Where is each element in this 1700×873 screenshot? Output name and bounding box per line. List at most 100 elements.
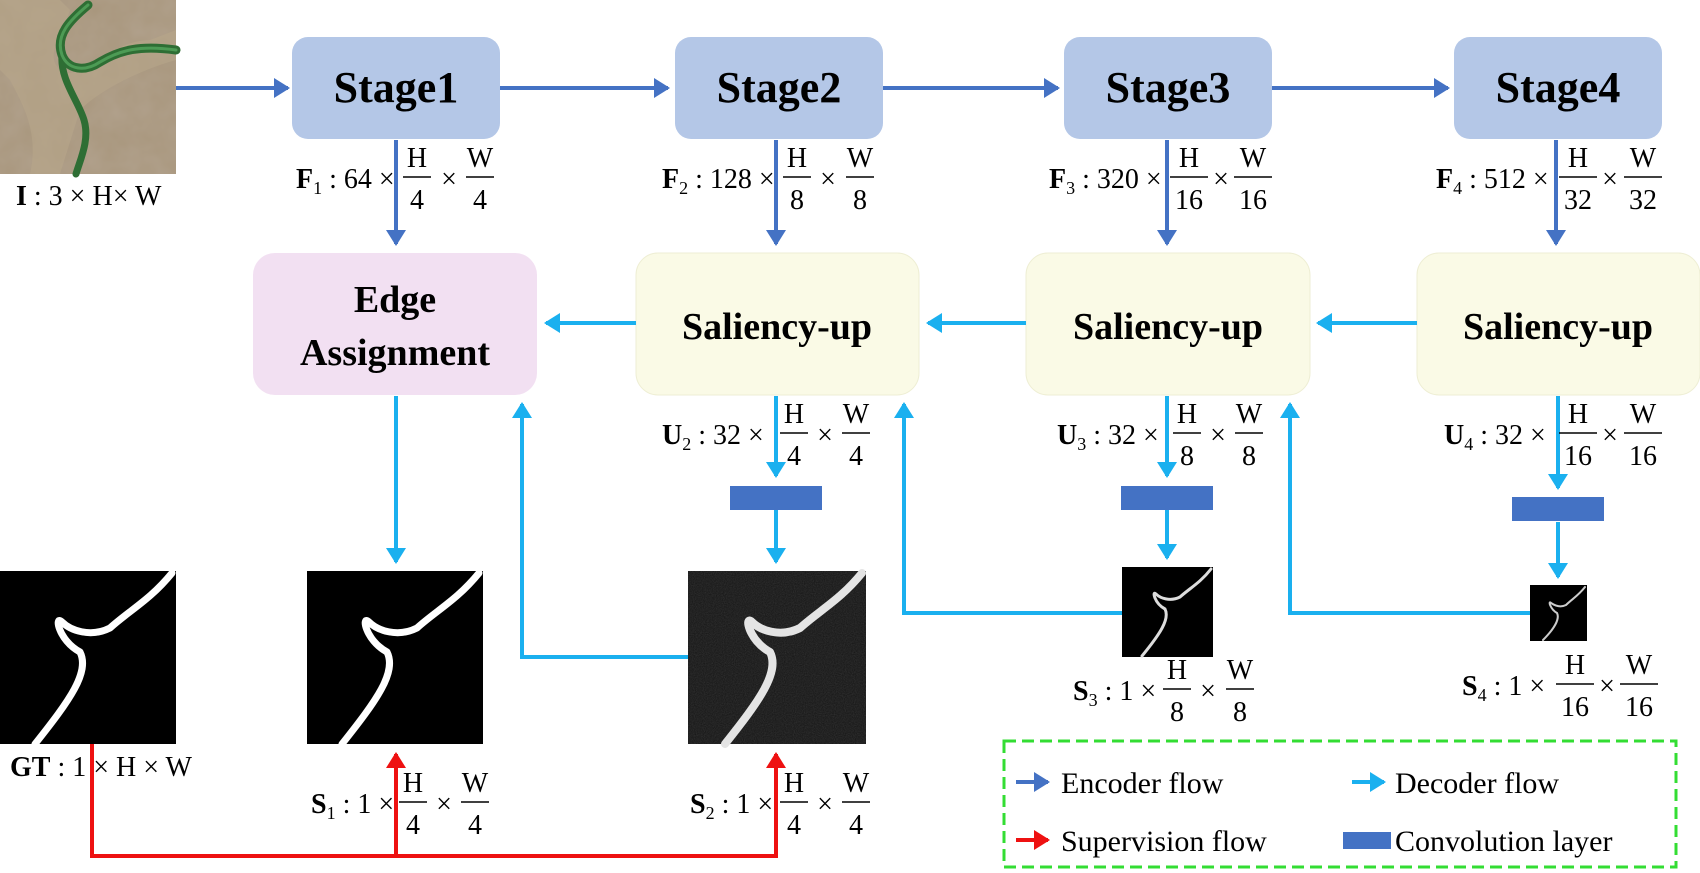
svg-text:×: ×	[1200, 676, 1216, 707]
svg-text:4: 4	[473, 185, 487, 216]
svg-text:16: 16	[1561, 692, 1589, 723]
svg-text:S3 : 1 ×: S3 : 1 ×	[1073, 676, 1156, 710]
svg-text:8: 8	[1233, 697, 1247, 728]
saliency-up-3-label: Saliency-up	[1073, 306, 1263, 348]
decoder-arrow-s2-edge	[512, 402, 688, 659]
s4-dim-label: S4 : 1 × H 16 × W 16	[1462, 650, 1658, 723]
stage2-label: Stage2	[717, 63, 842, 112]
svg-text:H: H	[407, 143, 427, 174]
svg-text:F3 : 320 ×: F3 : 320 ×	[1049, 164, 1162, 198]
decoder-arrow-s4-sal3	[1280, 402, 1530, 615]
svg-text:H: H	[1167, 655, 1187, 686]
svg-text:H: H	[403, 768, 423, 799]
legend-border	[1002, 739, 1678, 869]
svg-text:W: W	[1236, 399, 1263, 430]
svg-text:W: W	[462, 768, 489, 799]
saliency-up-block-4: Saliency-up	[1416, 252, 1700, 396]
conv-layer-3	[1121, 486, 1213, 510]
svg-text:H: H	[1179, 143, 1199, 174]
svg-text:16: 16	[1239, 185, 1267, 216]
u2-dim-label: U2 : 32 × H 4 × W 4	[662, 399, 870, 472]
saliency-up-block-3: Saliency-up	[1025, 252, 1311, 396]
svg-text:H: H	[784, 768, 804, 799]
saliency-up-2-label: Saliency-up	[682, 306, 872, 348]
s3-dim-label: S3 : 1 × H 8 × W 8	[1073, 655, 1254, 728]
svg-text:×: ×	[1210, 420, 1226, 451]
svg-text:W: W	[1626, 650, 1653, 681]
decoder-arrow-s3-sal2	[894, 402, 1122, 615]
u3-dim-label: U3 : 32 × H 8 × W 8	[1057, 399, 1263, 472]
input-dim-label: I : 3 × H× W	[16, 181, 162, 212]
svg-text:8: 8	[853, 185, 867, 216]
legend-supervision-label: Supervision flow	[1061, 825, 1267, 858]
svg-text:W: W	[847, 143, 874, 174]
f4-dim-label: F4 : 512 × H 32 × W 32	[1436, 143, 1662, 216]
svg-text:×: ×	[436, 789, 452, 820]
f3-dim-label: F3 : 320 × H 16 × W 16	[1049, 143, 1272, 216]
svg-text:16: 16	[1564, 441, 1592, 472]
edge-assignment-line2: Assignment	[300, 332, 490, 374]
svg-text:W: W	[843, 768, 870, 799]
svg-text:W: W	[1240, 143, 1267, 174]
s1-dim-label: S1 : 1 × H 4 × W 4	[311, 768, 489, 841]
svg-text:U2 : 32 ×: U2 : 32 ×	[662, 420, 764, 454]
svg-text:×: ×	[1602, 420, 1618, 451]
supervision-arrow-gt-s2	[90, 744, 786, 858]
encoder-arrows	[176, 78, 1566, 246]
svg-text:W: W	[843, 399, 870, 430]
u4-dim-label: U4 : 32 × H 16 × W 16	[1444, 399, 1662, 472]
decoder-arrows	[386, 313, 1568, 659]
legend-decoder-label: Decoder flow	[1395, 767, 1559, 800]
gt-mask	[0, 569, 176, 748]
svg-text:8: 8	[1180, 441, 1194, 472]
svg-text:×: ×	[1599, 671, 1615, 702]
saliency-up-block-2: Saliency-up	[635, 252, 920, 396]
stage2-block: Stage2	[675, 37, 883, 139]
legend-encoder-label: Encoder flow	[1061, 767, 1224, 800]
svg-text:8: 8	[790, 185, 804, 216]
svg-text:U3 : 32 ×: U3 : 32 ×	[1057, 420, 1159, 454]
svg-text:32: 32	[1629, 185, 1657, 216]
svg-text:4: 4	[787, 810, 801, 841]
svg-text:H: H	[1568, 399, 1588, 430]
svg-text:4: 4	[849, 441, 863, 472]
conv-layer-4	[1512, 497, 1604, 521]
edge-assignment-block: Edge Assignment	[253, 253, 537, 395]
svg-text:4: 4	[849, 810, 863, 841]
stage3-label: Stage3	[1106, 63, 1231, 112]
svg-text:H: H	[784, 399, 804, 430]
stage4-block: Stage4	[1454, 37, 1662, 139]
svg-text:F4 : 512 ×: F4 : 512 ×	[1436, 164, 1549, 198]
svg-text:H: H	[1565, 650, 1585, 681]
svg-text:4: 4	[468, 810, 482, 841]
s1-mask	[307, 569, 483, 748]
svg-text:×: ×	[441, 164, 457, 195]
gt-dim-label: GT : 1 × H × W	[10, 752, 193, 783]
svg-text:U4 : 32 ×: U4 : 32 ×	[1444, 420, 1546, 454]
svg-text:16: 16	[1629, 441, 1657, 472]
svg-text:×: ×	[817, 420, 833, 451]
stage1-block: Stage1	[292, 37, 500, 139]
svg-text:H: H	[1568, 143, 1588, 174]
svg-text:W: W	[1227, 655, 1254, 686]
supervision-arrows	[90, 744, 786, 858]
saliency-up-4-label: Saliency-up	[1463, 306, 1653, 348]
svg-text:8: 8	[1170, 697, 1184, 728]
svg-text:F2 : 128 ×: F2 : 128 ×	[662, 164, 775, 198]
svg-text:×: ×	[1602, 164, 1618, 195]
s2-dim-label: S2 : 1 × H 4 × W 4	[690, 768, 870, 841]
svg-text:×: ×	[1213, 164, 1229, 195]
svg-text:×: ×	[817, 789, 833, 820]
stage1-label: Stage1	[334, 63, 459, 112]
input-image	[0, 0, 181, 178]
dimension-labels: I : 3 × H× W F1 : 64 × H 4 × W 4 F2 : 12…	[10, 143, 1662, 841]
legend-conv-layer-icon	[1343, 832, 1391, 849]
conv-layer-2	[730, 486, 822, 510]
svg-text:W: W	[1630, 143, 1657, 174]
svg-text:S1 : 1 ×: S1 : 1 ×	[311, 789, 394, 823]
svg-text:4: 4	[787, 441, 801, 472]
s4-mask	[1530, 585, 1587, 641]
svg-text:H: H	[1177, 399, 1197, 430]
svg-text:16: 16	[1175, 185, 1203, 216]
